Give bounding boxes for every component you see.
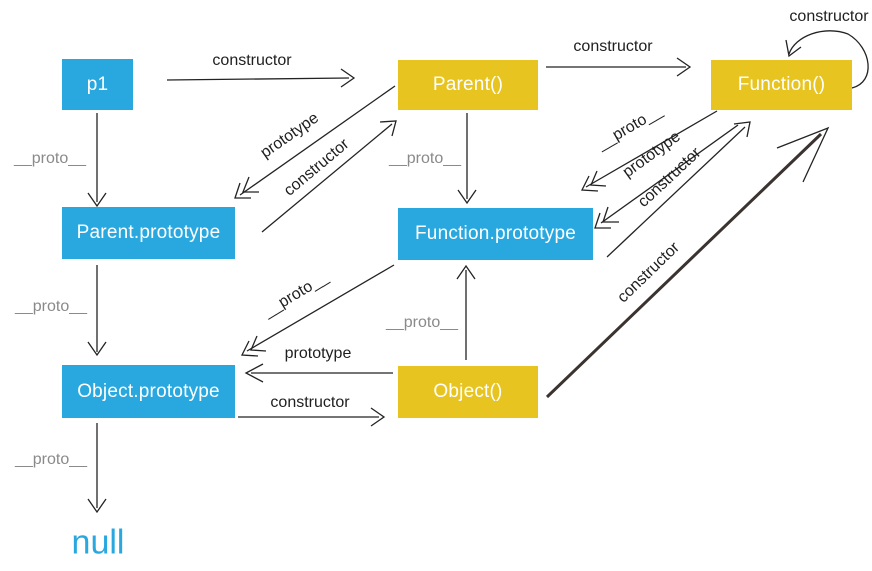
arrow-function-prototype-head — [594, 212, 611, 229]
edge-label-parent-proto: __proto__ — [388, 150, 462, 167]
arrow-parent-to-parent-prototype-head — [234, 182, 251, 199]
arrow-function-proto-head2 — [590, 170, 607, 187]
arrow-p1-to-parent-head — [340, 68, 356, 88]
arrow-function-prototype-to-function-line — [606, 126, 746, 258]
arrow-p1-to-parent-line — [166, 77, 350, 81]
arrow-function-prototype-to-object-prototype-line — [246, 264, 395, 352]
arrow-parent-prototype-to-parent-line — [261, 123, 393, 233]
arrow-parent-to-parent-prototype-line — [239, 85, 396, 196]
edge-label-parent-function-constructor: constructor — [573, 38, 653, 55]
arrow-function-proto-head — [580, 175, 599, 192]
arrow-function-self-loop-head — [785, 39, 802, 58]
arrow-object-prototype-to-null-head — [87, 498, 107, 514]
arrow-object-prototype-to-object-head — [370, 407, 386, 427]
node-parent-constructor: Parent() — [398, 60, 538, 110]
arrow-parent-to-function-head — [676, 57, 692, 77]
arrow-object-to-function-prototype-head — [456, 264, 476, 280]
node-function-prototype: Function.prototype — [398, 208, 593, 260]
arrow-function-self-loop — [788, 30, 869, 89]
node-null: null — [71, 523, 125, 562]
node-object-constructor-label: Object() — [433, 381, 503, 402]
node-function-constructor: Function() — [711, 60, 852, 110]
arrow-object-to-function-head — [776, 126, 830, 183]
arrow-parent-prototype-to-parent-head — [379, 120, 397, 137]
edge-label-object-prototype: prototype — [284, 345, 352, 362]
node-function-prototype-label: Function.prototype — [415, 223, 576, 244]
arrow-function-prototype-line — [600, 124, 739, 224]
arrow-parent-prototype-to-object-prototype-head — [87, 341, 107, 357]
node-object-prototype: Object.prototype — [62, 365, 235, 418]
arrow-function-proto-line — [585, 110, 718, 188]
arrow-function-prototype-to-object-prototype-head2 — [250, 335, 267, 352]
arrow-function-prototype-to-function-head — [733, 121, 751, 138]
arrow-function-prototype-to-object-prototype-head — [240, 340, 259, 357]
node-p1-label: p1 — [86, 73, 109, 95]
edge-label-p1-constructor: constructor — [212, 52, 292, 69]
edge-label-function-self-constructor: constructor — [789, 8, 869, 25]
arrow-object-to-object-prototype-head — [244, 363, 264, 383]
node-parent-prototype-label: Parent.prototype — [76, 222, 221, 243]
arrow-p1-to-parent-prototype-head — [87, 192, 107, 208]
arrow-object-to-function-line — [545, 132, 823, 399]
arrow-parent-to-function-prototype-head — [457, 189, 477, 205]
node-object-prototype-label: Object.prototype — [77, 380, 220, 402]
edge-label-p1-proto: __proto__ — [13, 150, 87, 167]
node-object-constructor: Object() — [398, 366, 538, 418]
node-function-constructor-label: Function() — [737, 74, 826, 95]
edge-label-parent-prototype-proto: __proto__ — [14, 298, 88, 315]
edge-label-object-prototype-constructor: constructor — [270, 394, 350, 411]
node-p1: p1 — [62, 59, 133, 110]
arrow-parent-to-parent-prototype-head2 — [242, 176, 259, 193]
edge-label-object-prototype-null-proto: __proto__ — [14, 451, 88, 468]
arrow-function-prototype-head2 — [602, 206, 619, 223]
node-parent-prototype: Parent.prototype — [62, 207, 235, 259]
edge-label-object-proto: __proto__ — [385, 314, 459, 331]
node-parent-constructor-label: Parent() — [432, 74, 504, 95]
